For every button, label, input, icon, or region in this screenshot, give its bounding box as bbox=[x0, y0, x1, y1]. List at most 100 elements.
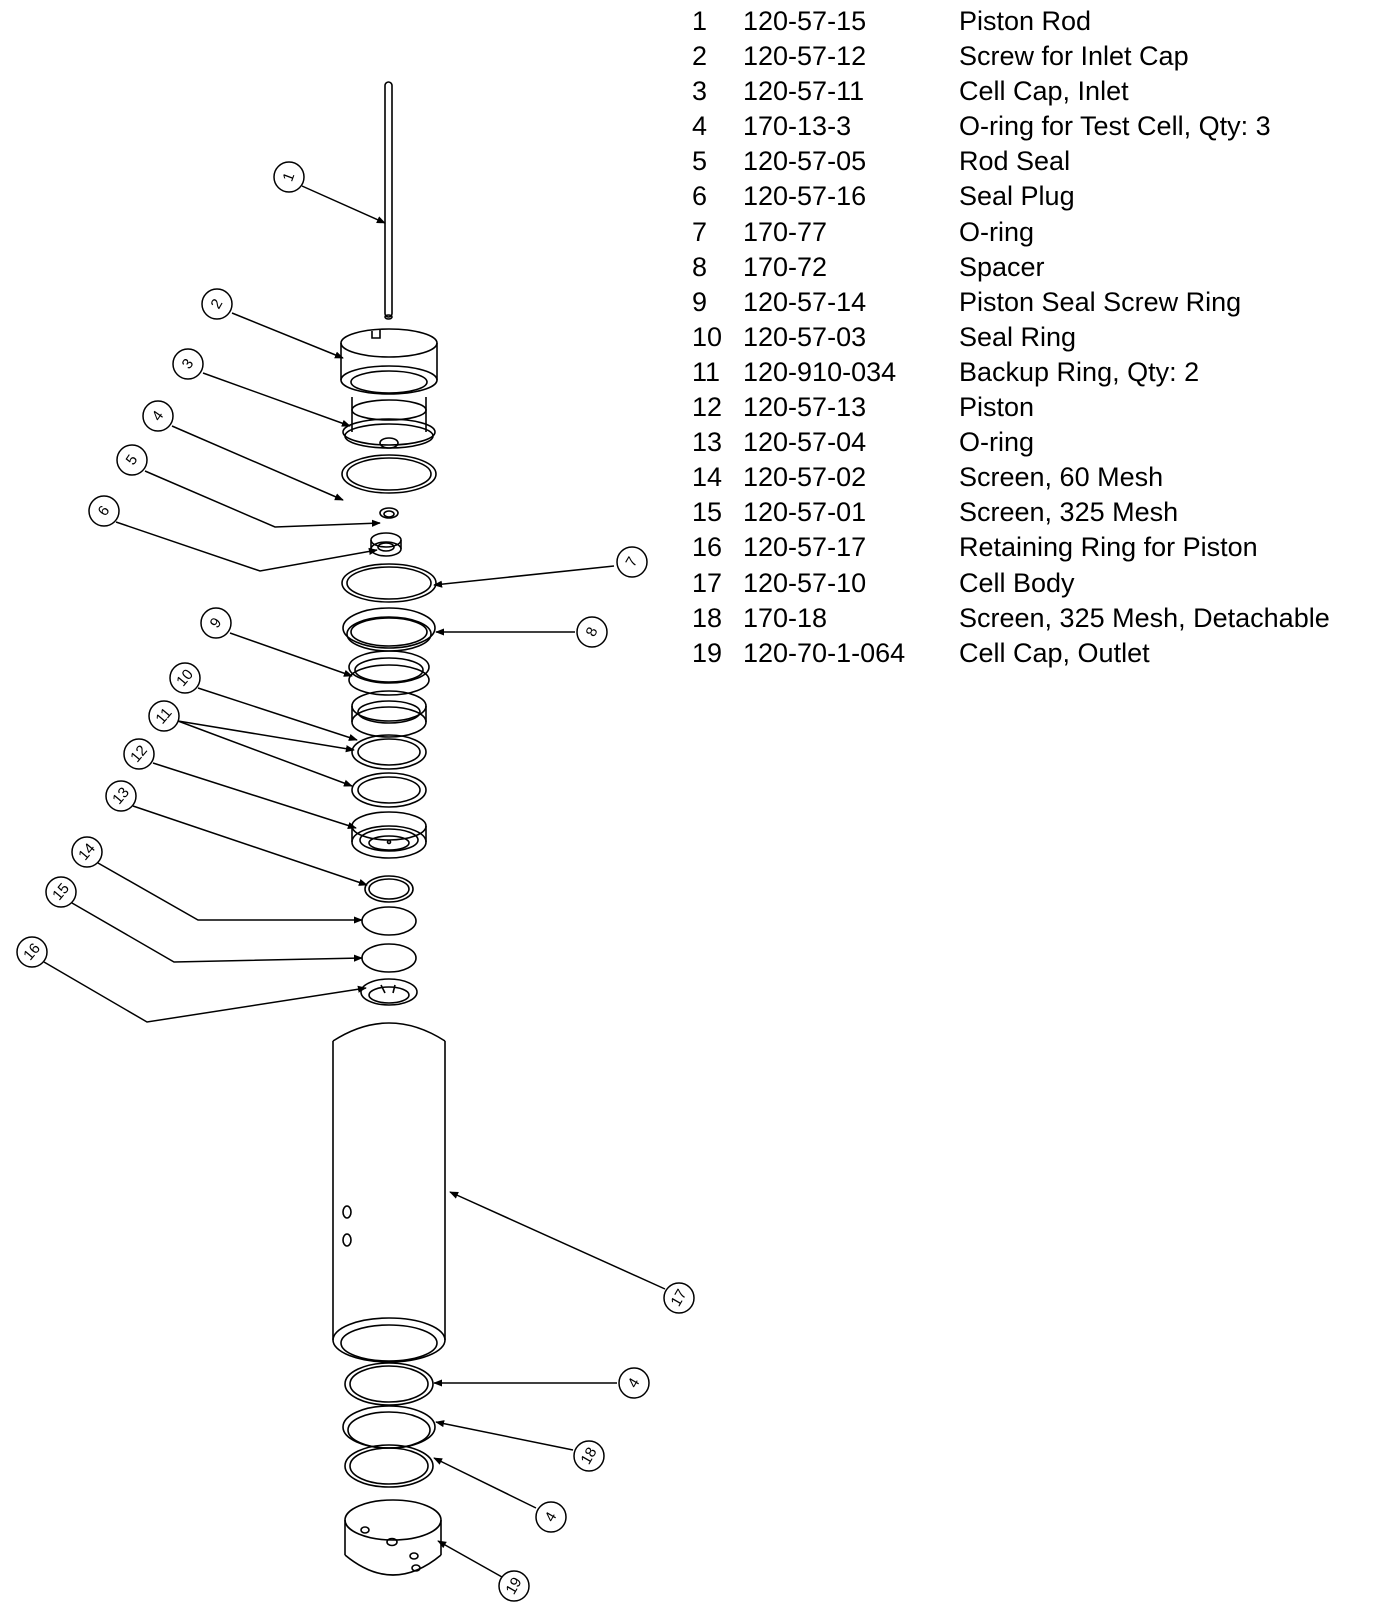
part-o-ring-lower-a bbox=[344, 1362, 434, 1406]
part-description: Backup Ring, Qty: 2 bbox=[959, 356, 1200, 387]
balloon-circle bbox=[172, 348, 204, 380]
part-backup-ring-b bbox=[351, 772, 427, 808]
part-description: Screw for Inlet Cap bbox=[959, 41, 1189, 72]
leader-line bbox=[43, 961, 367, 1023]
leader-line bbox=[177, 720, 353, 787]
part-number: 120-57-10 bbox=[743, 567, 867, 598]
part-screen-325-mesh bbox=[361, 943, 417, 973]
part-description: Piston Seal Screw Ring bbox=[959, 286, 1242, 317]
part-description: Rod Seal bbox=[959, 146, 1071, 177]
item-number: 6 bbox=[692, 181, 708, 212]
balloon-circle bbox=[200, 607, 232, 639]
leader-line bbox=[152, 762, 357, 829]
balloon-circle bbox=[663, 1282, 695, 1314]
leader-line bbox=[202, 372, 351, 427]
part-rod-seal bbox=[379, 507, 399, 519]
balloon-circle bbox=[535, 1501, 567, 1533]
leader-line bbox=[229, 632, 353, 677]
balloon-circle bbox=[576, 616, 608, 648]
item-number: 5 bbox=[692, 146, 708, 177]
parts-list-row: 5 120-57-05 Rod Seal bbox=[692, 144, 1330, 179]
part-description: Screen, 60 Mesh bbox=[959, 462, 1164, 493]
item-number: 2 bbox=[692, 41, 708, 72]
balloon-circle bbox=[498, 1570, 530, 1602]
item-number: 16 bbox=[692, 532, 723, 563]
leader-line bbox=[231, 312, 344, 359]
part-number: 120-57-17 bbox=[743, 532, 867, 563]
balloon-circle bbox=[201, 288, 233, 320]
parts-list-row: 15 120-57-01 Screen, 325 Mesh bbox=[692, 495, 1330, 530]
part-description: Seal Ring bbox=[959, 321, 1077, 352]
part-piston-seal-screw-ring bbox=[348, 650, 430, 696]
balloon-circle bbox=[88, 495, 120, 527]
part-backup-ring-a bbox=[351, 734, 427, 770]
part-inlet-cap bbox=[340, 328, 438, 449]
part-number: 120-57-13 bbox=[743, 392, 867, 423]
leader-line bbox=[177, 720, 355, 753]
leader-line bbox=[449, 1191, 666, 1290]
part-number: 120-57-05 bbox=[743, 146, 867, 177]
part-description: Piston bbox=[959, 392, 1035, 423]
balloon-circle bbox=[71, 836, 103, 868]
part-o-ring-13 bbox=[364, 875, 414, 903]
leader-line bbox=[433, 565, 615, 588]
leader-line bbox=[435, 1420, 574, 1451]
balloon-circle bbox=[123, 738, 155, 770]
part-description: Screen, 325 Mesh, Detachable bbox=[959, 602, 1330, 633]
leader-line bbox=[97, 862, 363, 924]
parts-list-row: 10 120-57-03 Seal Ring bbox=[692, 320, 1330, 355]
item-number: 1 bbox=[692, 6, 708, 36]
leader-line bbox=[197, 687, 358, 741]
part-piston-rod bbox=[384, 81, 393, 320]
item-number: 11 bbox=[692, 356, 721, 387]
balloon-circle bbox=[105, 780, 137, 812]
part-description: Screen, 325 Mesh bbox=[959, 497, 1179, 528]
part-number: 170-72 bbox=[743, 251, 828, 282]
leader-line bbox=[171, 425, 344, 501]
part-number: 120-57-03 bbox=[743, 321, 867, 352]
part-number: 120-57-02 bbox=[743, 462, 867, 493]
part-number: 120-57-15 bbox=[743, 6, 867, 36]
part-number: 170-13-3 bbox=[743, 111, 852, 142]
leader-line bbox=[115, 521, 378, 572]
leader-line bbox=[71, 902, 363, 963]
part-cell-body bbox=[332, 1022, 446, 1363]
part-number: 120-57-16 bbox=[743, 181, 867, 212]
balloon-circle bbox=[148, 700, 180, 732]
item-number: 9 bbox=[692, 286, 708, 317]
parts-list-row: 2 120-57-12 Screw for Inlet Cap bbox=[692, 39, 1330, 74]
balloon-circle bbox=[273, 161, 305, 193]
part-description: Spacer bbox=[959, 251, 1045, 282]
item-number: 17 bbox=[692, 567, 723, 598]
part-retaining-ring bbox=[360, 978, 418, 1006]
part-piston bbox=[351, 811, 427, 859]
part-number: 120-57-12 bbox=[743, 41, 867, 72]
balloon-circle bbox=[45, 876, 77, 908]
parts-list-row: 17 120-57-10 Cell Body bbox=[692, 566, 1330, 601]
part-description: Cell Body bbox=[959, 567, 1075, 598]
leader-line bbox=[132, 805, 368, 886]
balloon-number: 17 bbox=[667, 1287, 690, 1310]
part-number: 120-57-01 bbox=[743, 497, 867, 528]
leader-line bbox=[437, 1540, 503, 1578]
part-number: 120-57-11 bbox=[743, 76, 865, 107]
balloon-circle bbox=[116, 444, 148, 476]
item-number: 10 bbox=[692, 321, 723, 352]
part-description: O-ring for Test Cell, Qty: 3 bbox=[959, 111, 1271, 142]
balloon-number: 18 bbox=[577, 1445, 600, 1468]
balloon-number: 19 bbox=[502, 1575, 525, 1598]
item-number: 15 bbox=[692, 497, 723, 528]
part-description: Cell Cap, Inlet bbox=[959, 76, 1129, 107]
part-spacer bbox=[342, 607, 436, 652]
